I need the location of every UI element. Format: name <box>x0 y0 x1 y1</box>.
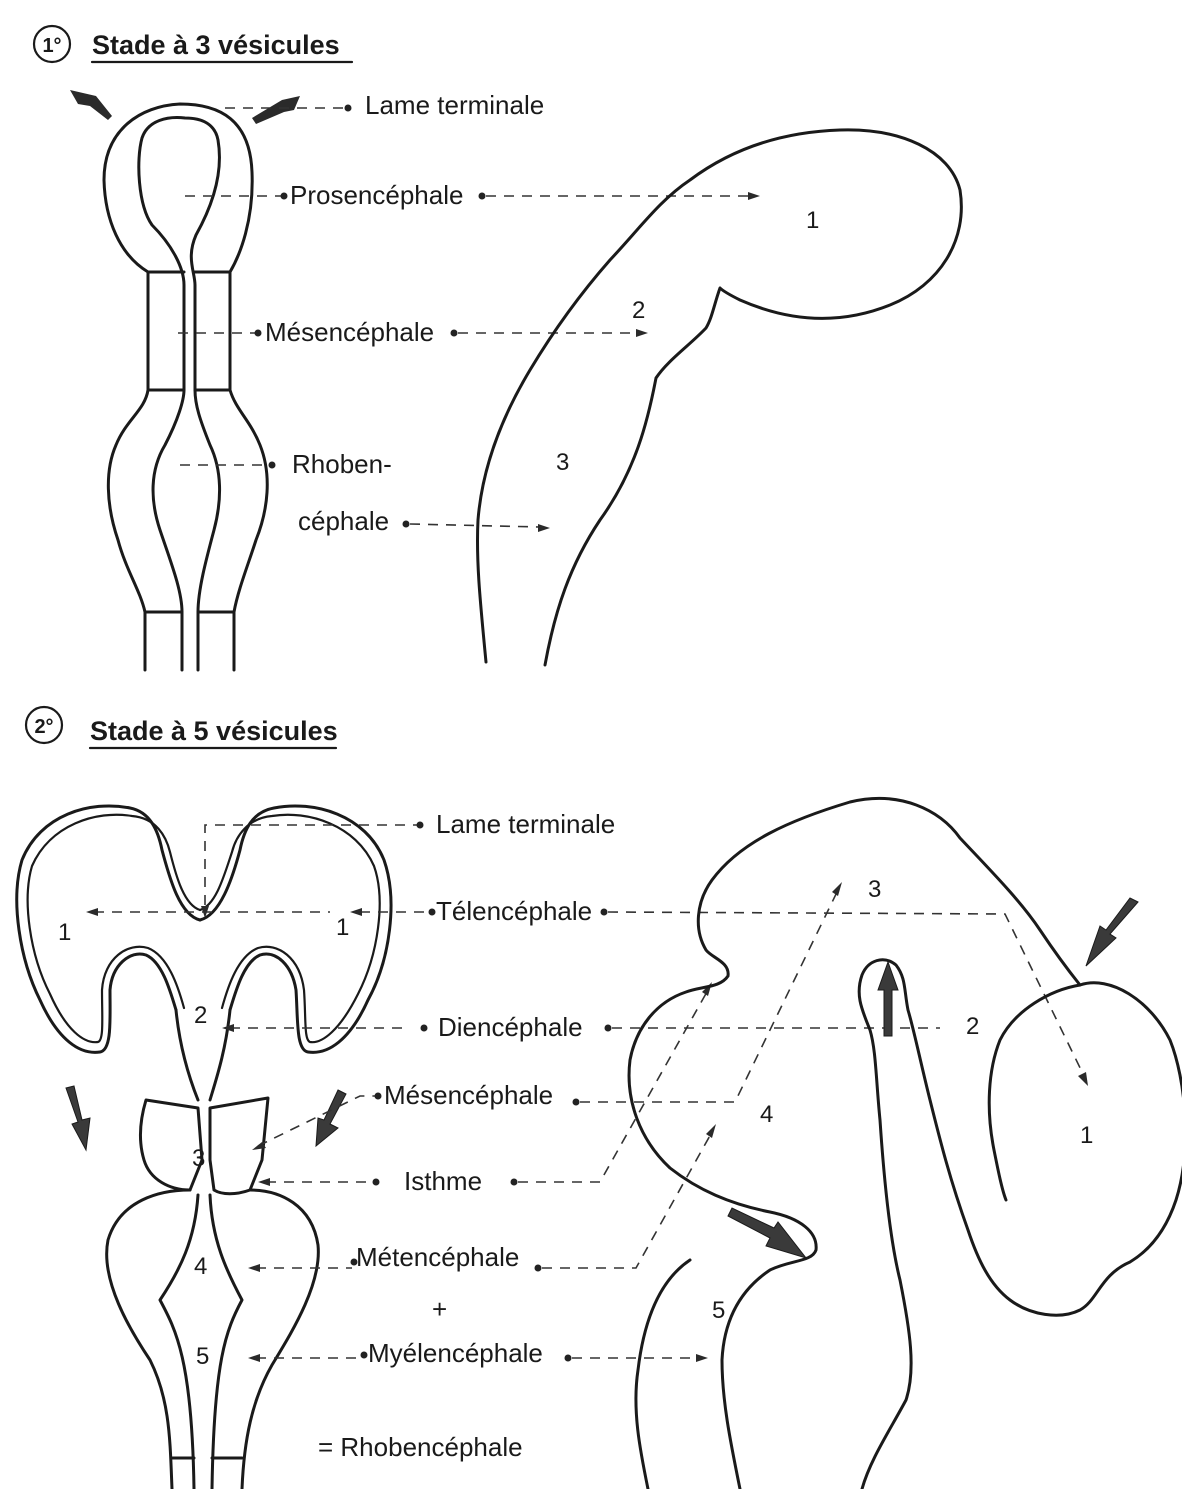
stage1-label-prosencephale: Prosencéphale <box>290 180 463 210</box>
stage2-right-num-2: 2 <box>966 1013 979 1040</box>
stage2-label-rhombencephale: = Rhobencéphale <box>318 1432 523 1462</box>
stage1-title: Stade à 3 vésicules <box>92 30 340 60</box>
stage2-label-telencephale: Télencéphale <box>436 896 592 926</box>
stage2-lateral-arrows <box>728 898 1138 1258</box>
stage1-label-rhombencephale-1: Rhoben- <box>292 449 392 479</box>
arrow-down-right-icon <box>316 1090 346 1146</box>
stage2-label-mesencephale: Mésencéphale <box>384 1080 553 1110</box>
arrow-down-left-icon <box>66 1086 90 1150</box>
stage1-lateral-view <box>477 130 961 665</box>
stage2-label-plus: + <box>432 1294 447 1324</box>
stage2-left-num-3: 3 <box>192 1145 205 1172</box>
arrow-flexure-icon <box>728 1208 806 1258</box>
stage1-header: 1° Stade à 3 vésicules <box>34 26 352 62</box>
stage1-label-mesencephale: Mésencéphale <box>265 317 434 347</box>
arrow-up-icon <box>878 962 898 1036</box>
stage1-label-rhombencephale-2: céphale <box>298 506 389 536</box>
stage1-num-3: 3 <box>556 449 569 476</box>
stage2-right-num-4: 4 <box>760 1101 773 1128</box>
stage2-label-diencephale: Diencéphale <box>438 1012 583 1042</box>
stage1-num-1: 1 <box>806 207 819 234</box>
arrow-left-icon <box>70 90 112 120</box>
stage2-label-myelencephale: Myélencéphale <box>368 1338 543 1368</box>
stage2-right-numbers: 1 2 3 4 5 <box>712 876 1093 1324</box>
stage2-badge: 2° <box>34 716 53 738</box>
stage2-title: Stade à 5 vésicules <box>90 716 338 746</box>
stage2-left-num-1b: 1 <box>336 914 349 941</box>
stage2-right-num-3: 3 <box>868 876 881 903</box>
stage2-label-isthme: Isthme <box>404 1166 482 1196</box>
stage2-label-metencephale: Métencéphale <box>356 1242 519 1272</box>
arrow-pinch-icon <box>1086 898 1138 966</box>
stage2-right-num-1: 1 <box>1080 1122 1093 1149</box>
stage1-badge: 1° <box>42 35 61 57</box>
arrow-right-icon <box>252 96 300 124</box>
stage2-label-lame-terminale: Lame terminale <box>436 809 615 839</box>
stage2-left-num-4: 4 <box>194 1253 207 1280</box>
stage2-left-num-1a: 1 <box>58 919 71 946</box>
stage1-label-lame-terminale: Lame terminale <box>365 90 544 120</box>
stage2-header: 2° Stade à 5 vésicules <box>26 707 338 748</box>
stage1-num-2: 2 <box>632 297 645 324</box>
stage2-right-num-5: 5 <box>712 1297 725 1324</box>
stage1-lateral-numbers: 1 2 3 <box>556 207 819 476</box>
stage2-left-num-2: 2 <box>194 1002 207 1029</box>
stage1-dorsal-tube <box>104 104 267 670</box>
stage2-dorsal-arrows <box>66 1086 346 1150</box>
stage2-left-num-5: 5 <box>196 1343 209 1370</box>
stage2-lateral-view <box>629 798 1182 1489</box>
